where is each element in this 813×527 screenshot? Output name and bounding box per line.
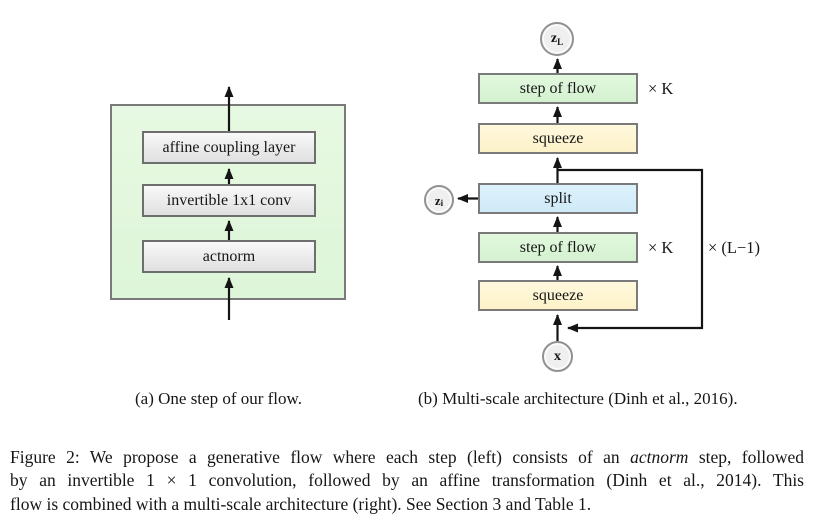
invertible-1x1-conv-label: invertible 1x1 conv xyxy=(166,191,292,209)
repeat-k-bottom-label: × K xyxy=(648,238,674,257)
squeeze-bottom-box: squeeze xyxy=(478,280,638,311)
actnorm-label: actnorm xyxy=(202,247,256,265)
affine-coupling-layer-box: affine coupling layer xyxy=(142,131,316,164)
z-i-symbol: z xyxy=(434,192,441,208)
squeeze-bottom-label: squeeze xyxy=(532,286,584,304)
caption-line-1: Figure 2: We propose a generative flow w… xyxy=(10,446,804,469)
step-of-flow-top-box: step of flow xyxy=(478,73,638,104)
x-symbol: x xyxy=(554,348,561,364)
z-L-symbol: z xyxy=(550,31,558,46)
caption-line-1-pre: Figure 2: We propose a generative flow w… xyxy=(10,447,631,467)
caption-line-2: by an invertible 1 × 1 convolution, foll… xyxy=(10,470,804,491)
subcaption-a: (a) One step of our flow. xyxy=(135,389,302,408)
squeeze-top-box: squeeze xyxy=(478,123,638,154)
invertible-1x1-conv-box: invertible 1x1 conv xyxy=(142,184,316,217)
step-of-flow-bottom-label: step of flow xyxy=(519,238,597,256)
z-i-subscript: i xyxy=(440,197,444,208)
caption-actnorm-italic: actnorm xyxy=(630,447,689,467)
squeeze-top-label: squeeze xyxy=(532,129,584,147)
caption-line-3: flow is combined with a multi-scale arch… xyxy=(10,493,592,514)
caption-line-1-post: step, followed xyxy=(688,447,804,467)
affine-coupling-layer-label: affine coupling layer xyxy=(162,138,296,156)
z-L-subscript: L xyxy=(557,36,564,47)
split-label: split xyxy=(544,189,572,207)
step-of-flow-bottom-box: step of flow xyxy=(478,232,638,263)
repeat-k-top-label: × K xyxy=(648,79,674,98)
split-box: split xyxy=(478,183,638,214)
actnorm-box: actnorm xyxy=(142,240,316,273)
x-node: x xyxy=(542,341,573,372)
figure-caption: Figure 2: We propose a generative flow w… xyxy=(10,446,804,516)
repeat-l-minus-1-label: × (L−1) xyxy=(708,238,761,257)
subcaption-b: (b) Multi-scale architecture (Dinh et al… xyxy=(418,389,738,408)
step-of-flow-top-label: step of flow xyxy=(519,79,597,97)
